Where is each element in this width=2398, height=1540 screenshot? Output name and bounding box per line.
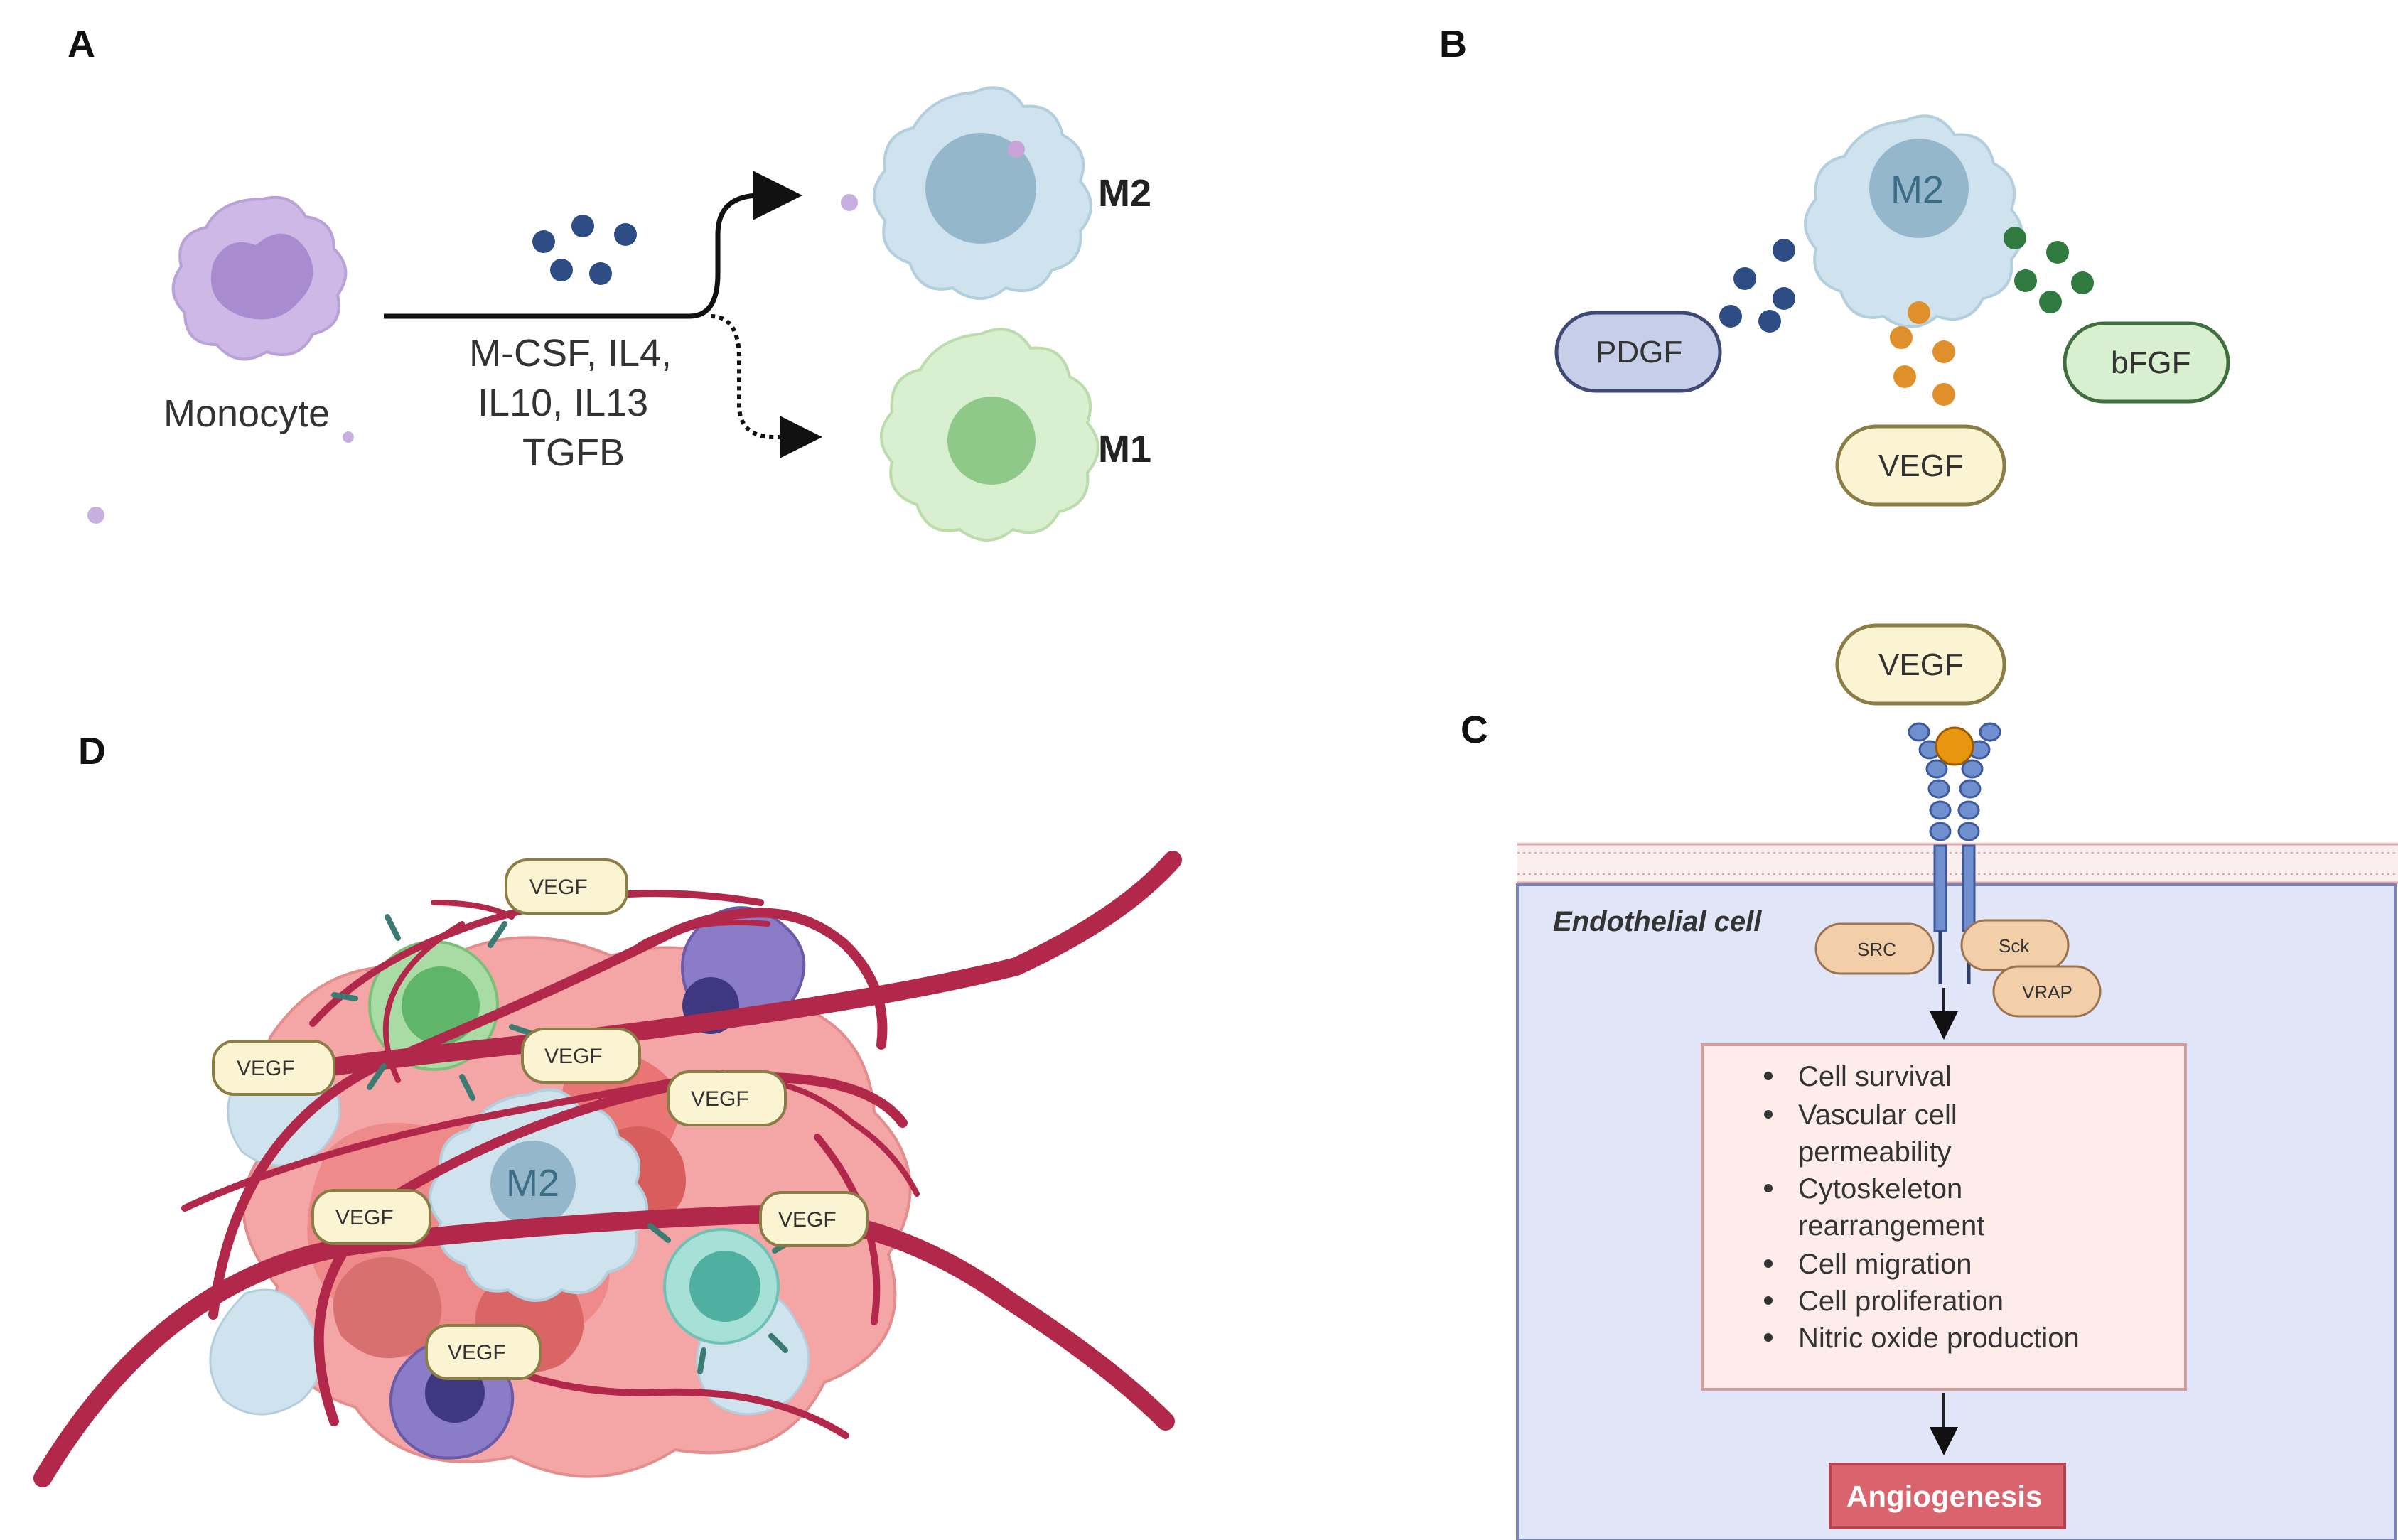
vrap-label: VRAP — [2022, 981, 2072, 1003]
effect-item: Vascular cell — [1798, 1099, 1957, 1131]
effects-list: Cell survival Vascular cell permeability… — [1764, 1061, 2080, 1354]
angiogenesis-label: Angiogenesis — [1846, 1480, 2042, 1513]
particle — [87, 507, 104, 524]
endothelial-cell-label: Endothelial cell — [1553, 906, 1762, 937]
vegf-label-d: VEGF — [544, 1045, 603, 1068]
vegf-label-d: VEGF — [237, 1057, 295, 1080]
factors-line-2: IL10, IL13 — [478, 382, 648, 424]
factors-line-3: TGFB — [522, 431, 625, 474]
effect-item: Cell survival — [1798, 1061, 1952, 1092]
monocyte-label: Monocyte — [163, 392, 330, 435]
effect-item: rearrangement — [1798, 1210, 1984, 1242]
effect-item: Nitric oxide production — [1798, 1323, 2080, 1354]
arrow-to-m1 — [710, 314, 822, 458]
m2-label: M2 — [1098, 172, 1151, 215]
vegf-label-b: VEGF — [1878, 448, 1964, 483]
bfgf-dots — [2004, 227, 2094, 313]
vegf-pill-c — [1835, 623, 2006, 706]
pdgf-dots — [1719, 239, 1795, 333]
m2-label-b: M2 — [1891, 168, 1944, 211]
vegf-pill-d — [521, 1028, 641, 1084]
panel-label-c: C — [1461, 709, 1488, 751]
vegf-label-d: VEGF — [691, 1087, 749, 1111]
sck-label: Sck — [1999, 935, 2030, 957]
vegf-ligand — [1935, 726, 1974, 766]
vegf-pill-d — [667, 1070, 787, 1126]
vegf-pill-d — [425, 1324, 542, 1380]
blood-vessels — [33, 851, 1182, 1487]
vegf-pill-d — [759, 1191, 869, 1247]
vegf-pill-d — [311, 1189, 431, 1245]
vegf-label-d: VEGF — [335, 1206, 394, 1229]
vegf-pill-d — [505, 858, 628, 915]
panel-label-d: D — [78, 730, 106, 772]
bfgf-label: bFGF — [2111, 345, 2190, 380]
src-label: SRC — [1857, 939, 1896, 960]
pdgf-label: PDGF — [1596, 335, 1682, 370]
cell-membrane — [1517, 842, 2398, 885]
bfgf-pill — [2063, 321, 2230, 404]
panel-label-b: B — [1439, 23, 1467, 65]
cytokine-dots — [532, 215, 637, 285]
teal-immune-cell — [663, 1228, 780, 1345]
vegf-dots — [1890, 301, 1955, 406]
vrap-protein — [1992, 965, 2102, 1018]
particle — [841, 194, 858, 211]
effect-item: Cell migration — [1798, 1249, 1972, 1280]
effect-item: Cell proliferation — [1798, 1286, 2004, 1317]
vegf-label-d: VEGF — [778, 1208, 837, 1232]
m2-label-d: M2 — [506, 1162, 559, 1205]
m2-macrophage-cell-d — [429, 1088, 648, 1302]
monocyte-cell — [171, 195, 348, 361]
vegf-label-d: VEGF — [448, 1341, 506, 1364]
m2-macrophage-cell — [873, 86, 1092, 300]
factors-line-1: M-CSF, IL4, — [469, 332, 672, 375]
effect-item: permeability — [1798, 1136, 1952, 1168]
src-protein — [1814, 922, 1935, 975]
vegf-pill-b — [1835, 424, 2006, 507]
vegf-label-c: VEGF — [1878, 647, 1964, 682]
pdgf-pill — [1554, 311, 1722, 393]
m1-macrophage-cell — [880, 328, 1099, 542]
particle — [343, 431, 354, 443]
effect-item: Cytoskeleton — [1798, 1173, 1962, 1205]
arrow-to-m2 — [384, 171, 802, 319]
vegf-pill-d — [212, 1040, 335, 1096]
m1-label: M1 — [1098, 428, 1151, 470]
m2-macrophage-cell-b — [1804, 114, 2023, 328]
angiogenesis-box — [1829, 1463, 2066, 1529]
vegf-label-d: VEGF — [529, 876, 588, 899]
effects-box — [1701, 1043, 2187, 1391]
panel-label-a: A — [68, 23, 95, 65]
vegf-receptor — [1908, 722, 2001, 984]
